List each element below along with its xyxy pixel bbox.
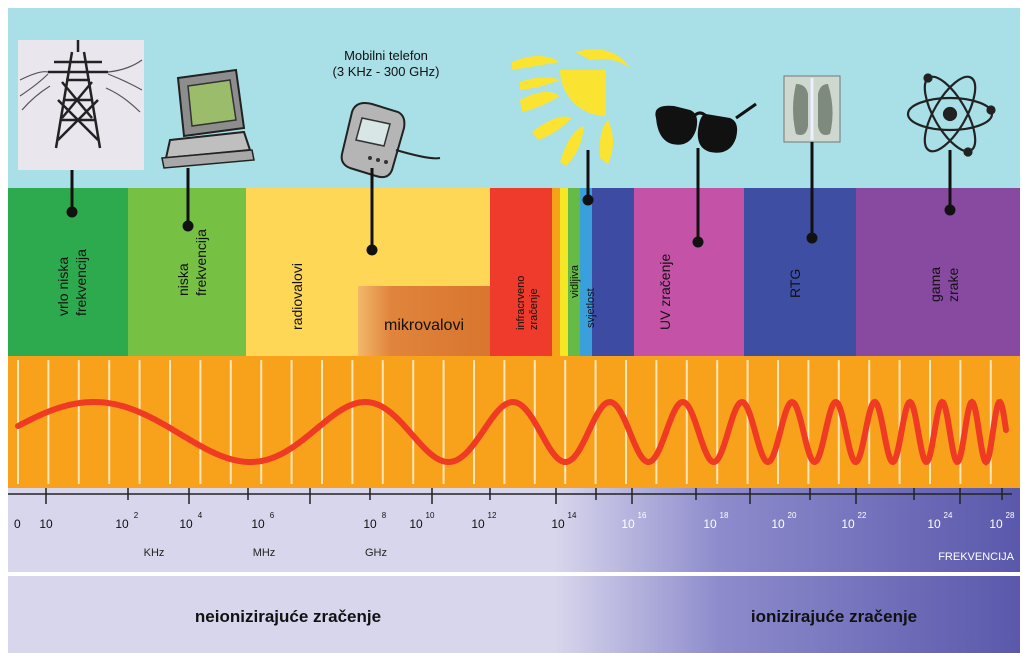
scale-exponent: 24	[944, 511, 953, 520]
band-infrared	[490, 188, 552, 356]
frequency-axis-label: FREKVENCIJA	[938, 551, 1014, 563]
band-label-ir-2: zračenje	[528, 288, 540, 330]
band-label-uv: UV zračenje	[657, 254, 673, 330]
band-strip	[8, 188, 1020, 356]
computer-icon	[161, 68, 255, 169]
power-pylon-icon	[18, 40, 144, 170]
scale-exponent: 12	[488, 511, 497, 520]
scale-exponent: 18	[720, 511, 729, 520]
scale-label-zero: 0	[14, 517, 21, 531]
band-label-gamma-2: zrake	[945, 268, 961, 302]
scale-exponent: 2	[134, 511, 139, 520]
band-label-gamma-1: gama	[927, 267, 943, 302]
scale-label: 10	[179, 517, 193, 531]
band-gamma	[856, 188, 1020, 356]
ionizing-label: ionizirajuće zračenje	[751, 607, 917, 626]
sky-background	[8, 8, 1020, 188]
scale-label: 10	[471, 517, 485, 531]
scale-label: 10	[115, 517, 129, 531]
scale-label: 10	[251, 517, 265, 531]
band-visible	[568, 188, 580, 356]
scale-label: 10	[39, 517, 53, 531]
scale-label: 10	[621, 517, 635, 531]
band-label-visible-2: svjetlost	[585, 288, 597, 328]
band-label-xray: RTG	[787, 269, 803, 298]
sun-icon	[512, 49, 630, 166]
x-ray-icon	[783, 75, 841, 143]
sunglasses-icon	[655, 102, 757, 153]
band-label-vlf-1: vrlo niska	[55, 257, 71, 316]
mobile-phone-icon	[340, 102, 441, 179]
frequency-wave	[15, 398, 1009, 466]
band-label-radio: radiovalovi	[289, 263, 305, 330]
scale-label: 10	[771, 517, 785, 531]
band-label-ir-1: infracrveno	[515, 276, 527, 330]
scale-ticks	[45, 488, 1003, 504]
phone-caption-line-1: Mobilni telefon	[344, 48, 428, 63]
wave-band	[8, 356, 1020, 488]
scale-exponent: 16	[638, 511, 647, 520]
pointers	[66, 142, 956, 256]
band-label-lf-1: niska	[175, 263, 191, 296]
unit-ghz: GHz	[365, 547, 387, 559]
non-ionizing-label: neionizirajuće zračenje	[195, 607, 381, 626]
scale-exponent: 20	[788, 511, 797, 520]
scale-label: 10	[703, 517, 717, 531]
band-xray	[744, 188, 856, 356]
band-label-vlf-2: frekvencija	[73, 249, 89, 316]
scale-exponent: 10	[426, 511, 435, 520]
band-uv	[634, 188, 744, 356]
scale-exponent: 14	[568, 511, 577, 520]
atom-icon	[906, 73, 996, 157]
band-microwave	[358, 286, 490, 356]
scale-label: 10	[551, 517, 565, 531]
footer-ionizing	[555, 576, 1020, 653]
band-label-microwave: mikrovalovi	[384, 317, 464, 334]
scale-exponent: 28	[1006, 511, 1015, 520]
scale-exponent: 6	[270, 511, 275, 520]
scale-label: 10	[927, 517, 941, 531]
band-label-lf-2: frekvencija	[193, 229, 209, 296]
wave-gridlines	[17, 360, 992, 484]
scale-exponent: 8	[382, 511, 387, 520]
scale-label: 10	[363, 517, 377, 531]
scale-label: 10	[989, 517, 1003, 531]
band-label-visible-1: vidljiva	[569, 264, 581, 298]
scale-label: 10	[409, 517, 423, 531]
scale-label: 10	[841, 517, 855, 531]
scale-exponent: 22	[858, 511, 867, 520]
scale-exponent: 4	[198, 511, 203, 520]
band-vlf	[8, 188, 128, 356]
phone-caption-line-2: (3 KHz - 300 GHz)	[333, 64, 440, 79]
unit-khz: KHz	[144, 547, 165, 559]
unit-mhz: MHz	[253, 547, 276, 559]
